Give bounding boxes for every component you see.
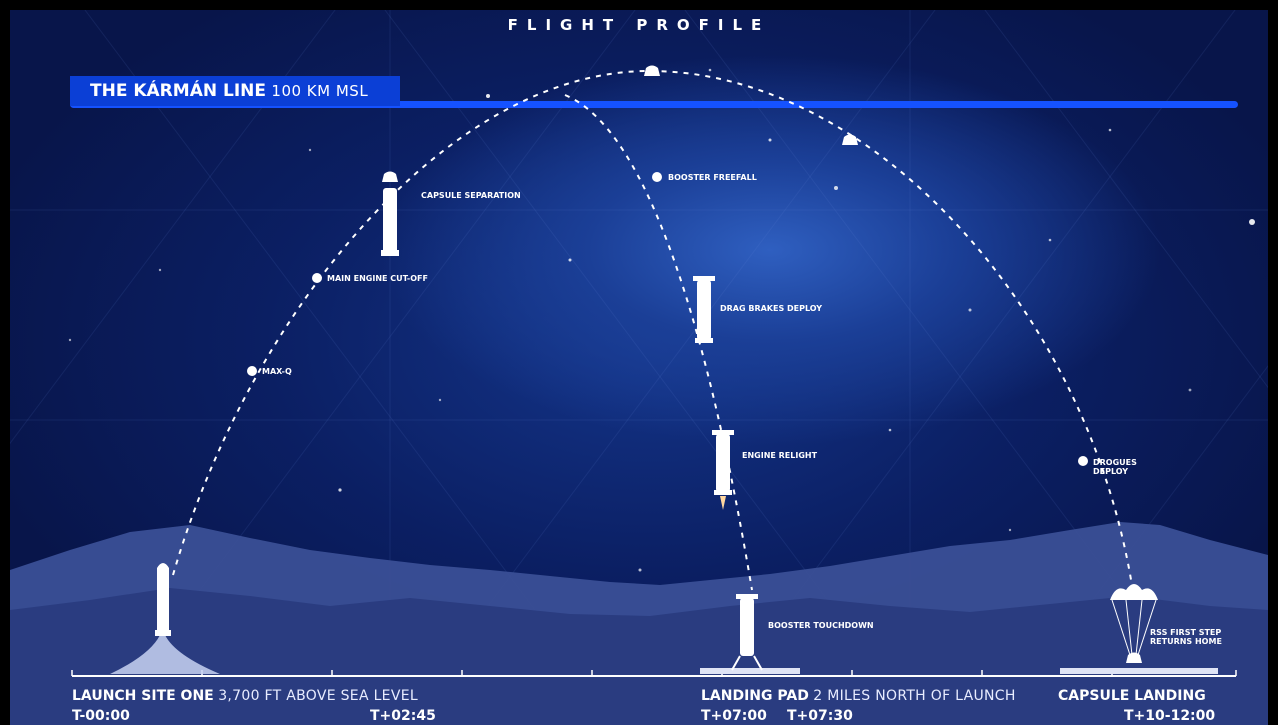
karman-line-name: THE KÁRMÁN LINE	[90, 81, 266, 101]
scene-art	[10, 10, 1268, 725]
launch-rocket	[155, 563, 171, 636]
booster-trajectory	[564, 94, 753, 591]
time-launch: T-00:00	[72, 708, 130, 724]
capsule-landing-label: CAPSULE LANDING	[1058, 688, 1206, 704]
diagram-title: FLIGHT PROFILE	[507, 16, 771, 34]
time-separation: T+02:45	[370, 708, 436, 724]
launch-site-detail: 3,700 FT ABOVE SEA LEVEL	[218, 688, 418, 704]
capsule-icons	[644, 65, 1142, 663]
separation-rocket	[381, 171, 399, 256]
background-panel	[10, 10, 1268, 725]
capsule-landing-zone	[1060, 668, 1218, 674]
event-capsule-separation: CAPSULE SEPARATION	[421, 191, 521, 200]
drogues-line-2: DEPLOY	[1093, 467, 1129, 476]
event-booster-touchdown: BOOSTER TOUCHDOWN	[768, 621, 874, 630]
event-engine-relight: ENGINE RELIGHT	[742, 451, 818, 460]
time-capsule-landing: T+10-12:00	[1124, 708, 1216, 724]
event-booster-freefall: BOOSTER FREEFALL	[668, 173, 757, 182]
landing-pad-platform	[700, 668, 800, 674]
background-grid	[10, 10, 1268, 711]
rss-line-1: RSS FIRST STEP	[1150, 628, 1222, 637]
event-max-q: MAX-Q	[262, 367, 292, 376]
launch-site-label: LAUNCH SITE ONE 3,700 FT ABOVE SEA LEVEL	[72, 688, 418, 704]
engine-relight-booster	[712, 430, 734, 510]
drag-brakes-booster	[693, 276, 715, 343]
time-relight: T+07:00	[701, 708, 767, 724]
landing-pad-name: LANDING PAD	[701, 688, 809, 704]
event-drag-brakes: DRAG BRAKES DEPLOY	[720, 304, 823, 313]
time-touchdown: T+07:30	[787, 708, 853, 724]
parachute-capsule	[1110, 584, 1158, 656]
launch-site-name: LAUNCH SITE ONE	[72, 688, 214, 704]
capsule-trajectory	[172, 69, 1134, 593]
landing-pad-label: LANDING PAD 2 MILES NORTH OF LAUNCH	[701, 688, 1016, 704]
stars	[68, 68, 1255, 572]
drogues-line-1: DROGUES	[1093, 458, 1137, 467]
landing-pad-detail: 2 MILES NORTH OF LAUNCH	[813, 688, 1016, 704]
event-meco: MAIN ENGINE CUT-OFF	[327, 274, 428, 283]
touchdown-booster	[731, 594, 763, 671]
foreground-hills	[10, 588, 1268, 725]
capsule-landing-name: CAPSULE LANDING	[1058, 688, 1206, 704]
event-markers	[247, 172, 1088, 466]
event-drogues-deploy: DROGUES DEPLOY	[1093, 458, 1137, 476]
launch-exhaust	[110, 635, 220, 674]
karman-line-altitude: 100 KM MSL	[271, 82, 369, 100]
rss-line-2: RETURNS HOME	[1150, 637, 1222, 646]
karman-line-label: THE KÁRMÁN LINE 100 KM MSL	[70, 76, 400, 106]
event-rss-returns-home: RSS FIRST STEP RETURNS HOME	[1150, 628, 1222, 646]
